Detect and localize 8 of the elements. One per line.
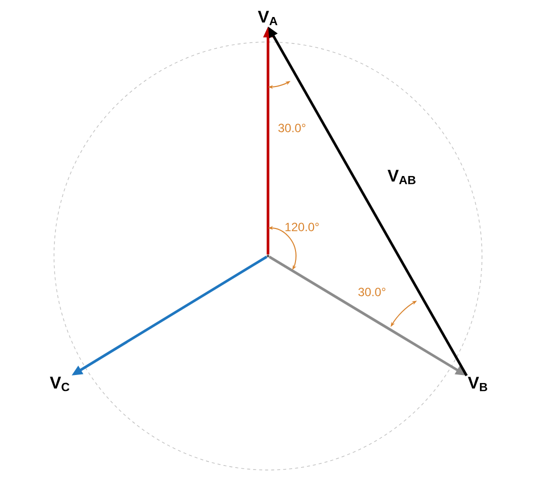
phasor-label: V$_{A}$: [258, 10, 278, 26]
edge-label: V$_{AB}$: [386, 168, 418, 186]
angle-label: 120.0°: [286, 222, 319, 232]
angle-label: 30.0°: [358, 288, 386, 296]
phasor-label: V$_{B}$: [468, 376, 488, 392]
phasor-label: V$_{C}$: [50, 376, 70, 392]
origin-point: [266, 254, 270, 258]
angle-label: 30.0°: [278, 124, 306, 132]
